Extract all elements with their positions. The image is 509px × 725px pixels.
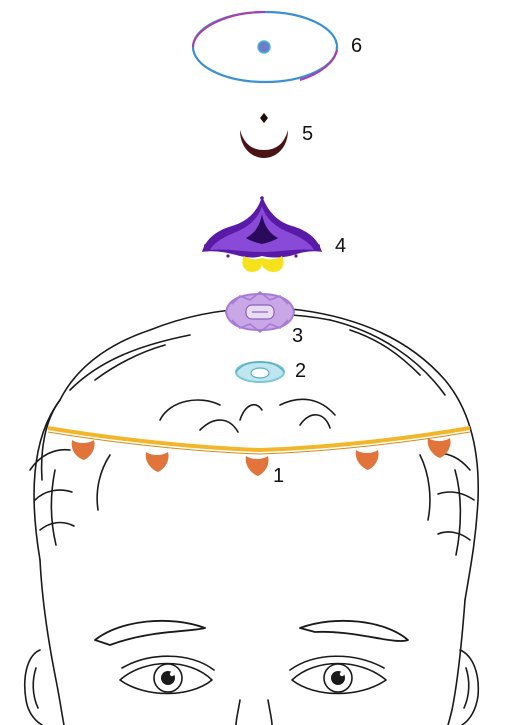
flame <box>202 196 322 272</box>
drop-2 <box>146 452 169 472</box>
label-crown-band: 1 <box>273 466 284 486</box>
crescent <box>240 113 288 158</box>
right-eyebrow <box>300 621 408 641</box>
face-right-side <box>448 600 465 725</box>
label-lower-lotus: 2 <box>295 361 306 381</box>
label-upper-lotus: 3 <box>292 326 303 346</box>
halo <box>193 12 337 82</box>
crown-band <box>48 428 470 450</box>
face-left-side <box>40 560 64 725</box>
drop-3 <box>246 456 269 476</box>
lower-lotus <box>236 362 284 382</box>
crown-band-group <box>48 428 470 476</box>
drop-4 <box>356 450 379 470</box>
label-halo: 6 <box>351 36 362 56</box>
label-crescent: 5 <box>302 124 313 144</box>
drop-1 <box>72 440 95 460</box>
label-flame: 4 <box>335 236 346 256</box>
left-eyebrow <box>95 621 205 645</box>
upper-lotus <box>226 292 294 332</box>
